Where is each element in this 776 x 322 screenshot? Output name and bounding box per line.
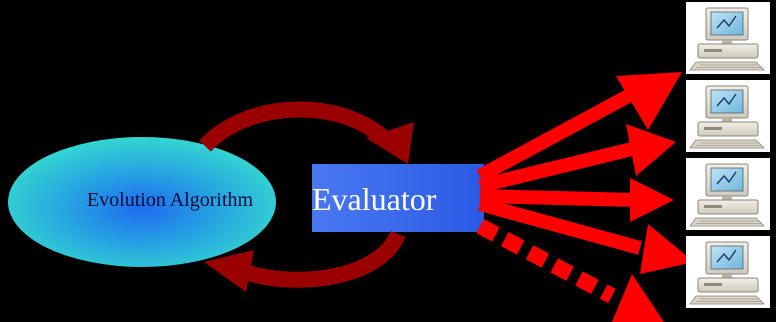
evolution-algorithm-ellipse	[8, 137, 276, 267]
computer-4	[685, 235, 771, 309]
computer-1	[685, 1, 771, 75]
fanout-arrow-4	[478, 197, 642, 255]
fanout-arrow-1	[476, 87, 636, 183]
computer-2	[685, 79, 771, 153]
cycle-arrow-top	[199, 101, 394, 152]
computer-3	[685, 157, 771, 231]
fanout-arrowhead-3	[630, 178, 674, 222]
evaluator-box	[312, 164, 484, 232]
fanout-arrow-3	[479, 189, 637, 207]
cycle-arrow-bottom	[237, 230, 406, 288]
fanout-arrow-dashed	[476, 218, 616, 304]
evolution-algorithm-label: Evolution Algorithm	[86, 189, 254, 211]
cycle-arrowhead-bottom	[204, 250, 254, 292]
cycle-arrowhead-top	[366, 122, 414, 164]
evaluator-label: Evaluator	[312, 181, 437, 217]
fanout-arrowhead-1	[616, 72, 682, 130]
fanout-arrowhead-2	[626, 124, 676, 176]
fanout-arrow-2	[478, 141, 638, 193]
fanout-arrowhead-dashed	[612, 274, 664, 322]
fanout-arrowhead-4	[640, 224, 694, 274]
